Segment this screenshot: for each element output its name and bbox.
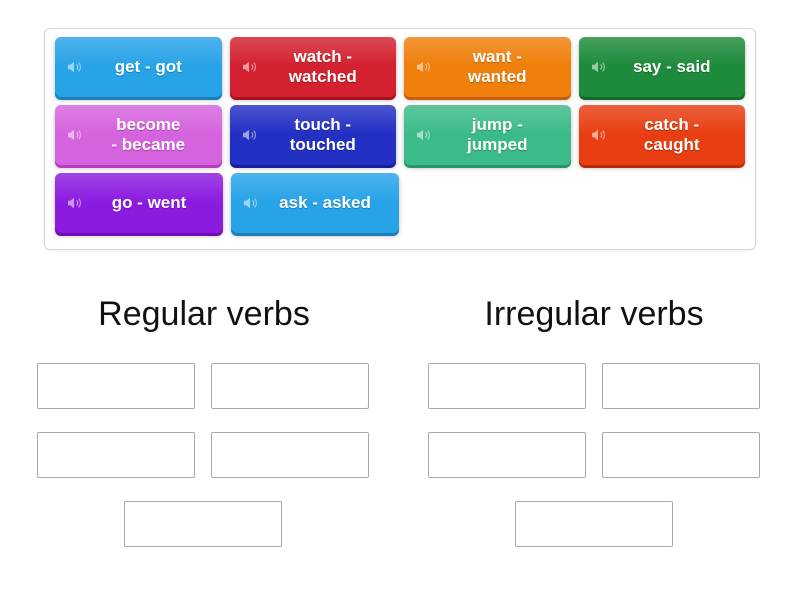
speaker-icon[interactable] [65,58,83,76]
speaker-icon[interactable] [240,58,258,76]
word-tile[interactable]: want - wanted [404,37,571,97]
word-bank-row: become - became touch - touched jump - j… [51,105,749,169]
word-tile-label: jump - jumped [467,115,528,154]
speaker-icon[interactable] [65,194,83,212]
drop-zone-regular-4[interactable] [211,432,369,478]
word-tile[interactable]: ask - asked [231,173,399,233]
word-tile[interactable]: touch - touched [229,105,396,165]
word-bank-row: get - got watch - watched want - wanted … [51,37,749,101]
word-tile[interactable]: catch - caught [578,105,745,165]
word-tile-label: catch - caught [643,115,700,154]
word-tile-label: touch - touched [289,115,356,154]
speaker-icon[interactable] [241,194,259,212]
word-tile[interactable]: watch - watched [229,37,396,97]
drop-zone-irregular-5[interactable] [515,501,673,547]
word-tile[interactable]: say - said [578,37,745,97]
drop-zone-irregular-4[interactable] [602,432,760,478]
word-tile-label: ask - asked [279,193,371,212]
word-tile[interactable]: get - got [55,37,222,97]
speaker-icon[interactable] [589,58,607,76]
category-heading-irregular: Irregular verbs [484,295,704,333]
speaker-icon[interactable] [240,126,258,144]
drop-zone-regular-3[interactable] [37,432,195,478]
drop-zone-irregular-3[interactable] [428,432,586,478]
word-tile-label: watch - watched [288,47,357,86]
word-tile[interactable]: go - went [55,173,223,233]
word-bank-panel: get - got watch - watched want - wanted … [44,28,756,250]
word-tile-label: go - went [111,193,187,212]
word-tile-label: become - became [111,115,186,154]
word-tile-label: get - got [114,57,182,76]
word-bank-row: go - went ask - asked [51,173,749,237]
speaker-icon[interactable] [414,126,432,144]
drop-zone-regular-5[interactable] [124,501,282,547]
category-heading-regular: Regular verbs [98,295,310,333]
word-tile-label: want - wanted [467,47,527,86]
speaker-icon[interactable] [589,126,607,144]
word-tile[interactable]: become - became [55,105,222,165]
speaker-icon[interactable] [65,126,83,144]
word-tile-label: say - said [633,57,711,76]
drop-zone-regular-1[interactable] [37,363,195,409]
drop-zone-regular-2[interactable] [211,363,369,409]
drop-zone-irregular-1[interactable] [428,363,586,409]
speaker-icon[interactable] [414,58,432,76]
word-tile[interactable]: jump - jumped [404,105,571,165]
drop-zone-irregular-2[interactable] [602,363,760,409]
